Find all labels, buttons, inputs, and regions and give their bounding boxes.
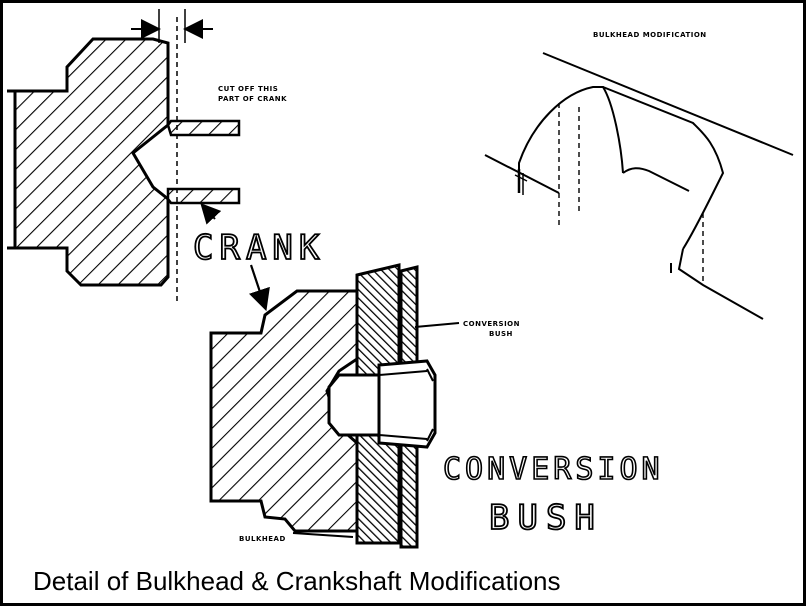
- lower-crank-section: CONVERSION BUSH BULKHEAD: [209, 263, 520, 549]
- conversion-bush-small-label-line1: CONVERSION: [463, 320, 520, 328]
- conversion-hand-label: CONVERSION: [443, 452, 664, 487]
- crank-label: CRANK: [193, 228, 325, 268]
- technical-drawing: CUT OFF THIS PART OF CRANK CRANK BULKHEA…: [7, 9, 794, 549]
- bulkhead-isometric: BULKHEAD MODIFICATION: [484, 31, 794, 320]
- bulkhead-small-label: BULKHEAD: [239, 535, 286, 543]
- cut-off-label-line1: CUT OFF THIS: [218, 85, 278, 93]
- figure-caption: Detail of Bulkhead & Crankshaft Modifica…: [33, 566, 561, 596]
- bulkhead-modification-title: BULKHEAD MODIFICATION: [593, 31, 707, 39]
- conversion-bush-small-label-line2: BUSH: [489, 330, 513, 338]
- cut-off-label-line2: PART OF CRANK: [218, 95, 287, 103]
- bush-hand-label: BUSH: [489, 498, 603, 538]
- upper-crank-section: CUT OFF THIS PART OF CRANK: [7, 9, 287, 303]
